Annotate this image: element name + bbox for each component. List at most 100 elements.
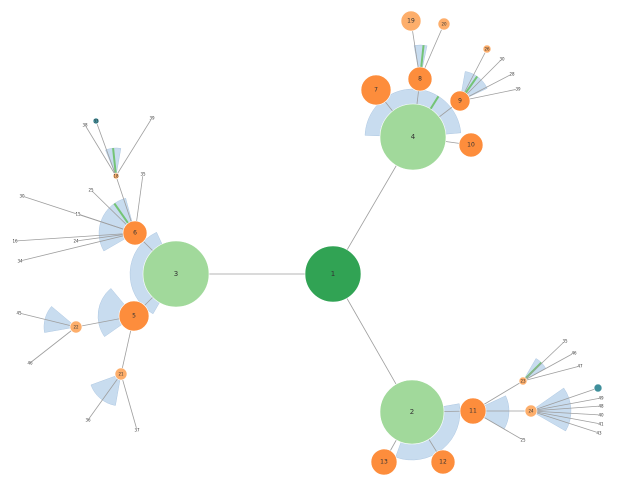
node-5[interactable]: 5 — [118, 300, 150, 332]
node-circle-l11a[interactable] — [520, 437, 526, 443]
node-circle-24[interactable] — [524, 404, 538, 418]
node-l9a[interactable]: 30 — [499, 57, 505, 62]
node-l24a[interactable] — [593, 383, 603, 393]
node-circle-l24e[interactable] — [598, 421, 604, 427]
node-circle-7[interactable] — [360, 74, 392, 106]
node-l24d[interactable]: 40 — [598, 413, 604, 418]
node-circle-21[interactable] — [114, 367, 128, 381]
node-13[interactable]: 13 — [370, 448, 398, 476]
node-8[interactable]: 8 — [407, 66, 433, 92]
node-circle-l6b[interactable] — [19, 193, 25, 199]
node-circle-8[interactable] — [407, 66, 433, 92]
node-l5b[interactable]: 46 — [27, 361, 33, 366]
node-circle-1[interactable] — [304, 245, 362, 303]
node-l23a[interactable]: 35 — [562, 339, 568, 344]
node-circle-l9b[interactable] — [509, 71, 515, 77]
node-6[interactable]: 6 — [122, 220, 148, 246]
node-circle-l9a[interactable] — [499, 56, 505, 62]
node-l24b[interactable]: 49 — [598, 396, 604, 401]
node-18[interactable]: 18 — [112, 172, 120, 180]
node-circle-l21b[interactable] — [134, 427, 140, 433]
node-circle-l6f[interactable] — [73, 238, 79, 244]
node-l21a[interactable]: 36 — [85, 418, 91, 423]
node-circle-13[interactable] — [370, 448, 398, 476]
node-l6c[interactable]: 25 — [88, 188, 94, 193]
node-circle-2[interactable] — [379, 379, 445, 445]
node-circle-l24c[interactable] — [598, 403, 604, 409]
node-26[interactable]: 26 — [482, 44, 492, 54]
node-l9b[interactable]: 28 — [509, 72, 515, 77]
node-11[interactable]: 11 — [459, 397, 487, 425]
node-circle-26[interactable] — [482, 44, 492, 54]
node-22[interactable]: 22 — [69, 320, 83, 334]
node-circle-19[interactable] — [400, 10, 422, 32]
node-l6d[interactable]: 35 — [140, 172, 146, 177]
node-4[interactable]: 4 — [379, 103, 447, 171]
node-circle-22[interactable] — [69, 320, 83, 334]
node-circle-l23c[interactable] — [577, 363, 583, 369]
node-l6e[interactable]: 34 — [17, 259, 23, 264]
link-18-l18c — [84, 124, 117, 177]
node-circle-l24a[interactable] — [593, 383, 603, 393]
node-l6b[interactable]: 30 — [19, 194, 25, 199]
link-6-l6g — [14, 232, 136, 242]
node-l23c[interactable]: 47 — [577, 364, 583, 369]
node-circle-4[interactable] — [379, 103, 447, 171]
node-l24f[interactable]: 43 — [596, 431, 602, 436]
node-circle-5[interactable] — [118, 300, 150, 332]
node-circle-l23a[interactable] — [562, 338, 568, 344]
node-l23b[interactable]: 46 — [571, 351, 577, 356]
node-circle-l18a[interactable] — [149, 115, 155, 121]
node-circle-l6d[interactable] — [140, 171, 146, 177]
node-l6a[interactable]: 15 — [75, 212, 81, 217]
node-circle-l6e[interactable] — [17, 258, 23, 264]
node-circle-l23b[interactable] — [571, 350, 577, 356]
node-l6g[interactable]: 16 — [12, 239, 18, 244]
node-circle-l5b[interactable] — [27, 360, 33, 366]
node-19[interactable]: 19 — [400, 10, 422, 32]
node-9[interactable]: 9 — [449, 90, 471, 112]
node-circle-11[interactable] — [459, 397, 487, 425]
node-l11a[interactable]: 25 — [520, 438, 526, 443]
node-circle-20[interactable] — [437, 17, 451, 31]
node-1[interactable]: 1 — [304, 245, 362, 303]
node-circle-9[interactable] — [449, 90, 471, 112]
node-l24e[interactable]: 41 — [598, 422, 604, 427]
node-20[interactable]: 20 — [437, 17, 451, 31]
node-2[interactable]: 2 — [379, 379, 445, 445]
node-circle-3[interactable] — [142, 240, 210, 308]
node-circle-l6a[interactable] — [75, 211, 81, 217]
node-circle-l6g[interactable] — [12, 238, 18, 244]
node-23[interactable]: 23 — [518, 376, 528, 386]
node-circle-10[interactable] — [458, 132, 484, 158]
node-circle-l5a[interactable] — [16, 310, 22, 316]
node-circle-l24b[interactable] — [598, 395, 604, 401]
node-circle-l24d[interactable] — [598, 412, 604, 418]
node-l5a[interactable]: 45 — [16, 311, 22, 316]
node-label-l6b: 30 — [19, 194, 25, 199]
node-l21b[interactable]: 37 — [134, 428, 140, 433]
node-12[interactable]: 12 — [430, 449, 456, 475]
node-3[interactable]: 3 — [142, 240, 210, 308]
node-7[interactable]: 7 — [360, 74, 392, 106]
node-24[interactable]: 24 — [524, 404, 538, 418]
node-21[interactable]: 21 — [114, 367, 128, 381]
node-l18b[interactable]: 33 — [92, 117, 100, 125]
node-l9c[interactable]: 39 — [515, 87, 521, 92]
node-circle-l21a[interactable] — [85, 417, 91, 423]
node-l18a[interactable]: 39 — [149, 116, 155, 121]
node-circle-18[interactable] — [112, 172, 120, 180]
node-circle-l6c[interactable] — [88, 187, 94, 193]
node-circle-12[interactable] — [430, 449, 456, 475]
node-10[interactable]: 10 — [458, 132, 484, 158]
node-l18c[interactable]: 38 — [82, 123, 88, 128]
node-circle-6[interactable] — [122, 220, 148, 246]
node-circle-l18b[interactable] — [92, 117, 100, 125]
node-l6f[interactable]: 24 — [73, 239, 79, 244]
node-circle-23[interactable] — [518, 376, 528, 386]
node-l24c[interactable]: 48 — [598, 404, 604, 409]
node-circle-l18c[interactable] — [82, 122, 88, 128]
node-circle-l24f[interactable] — [596, 430, 602, 436]
node-circle-l9c[interactable] — [515, 86, 521, 92]
